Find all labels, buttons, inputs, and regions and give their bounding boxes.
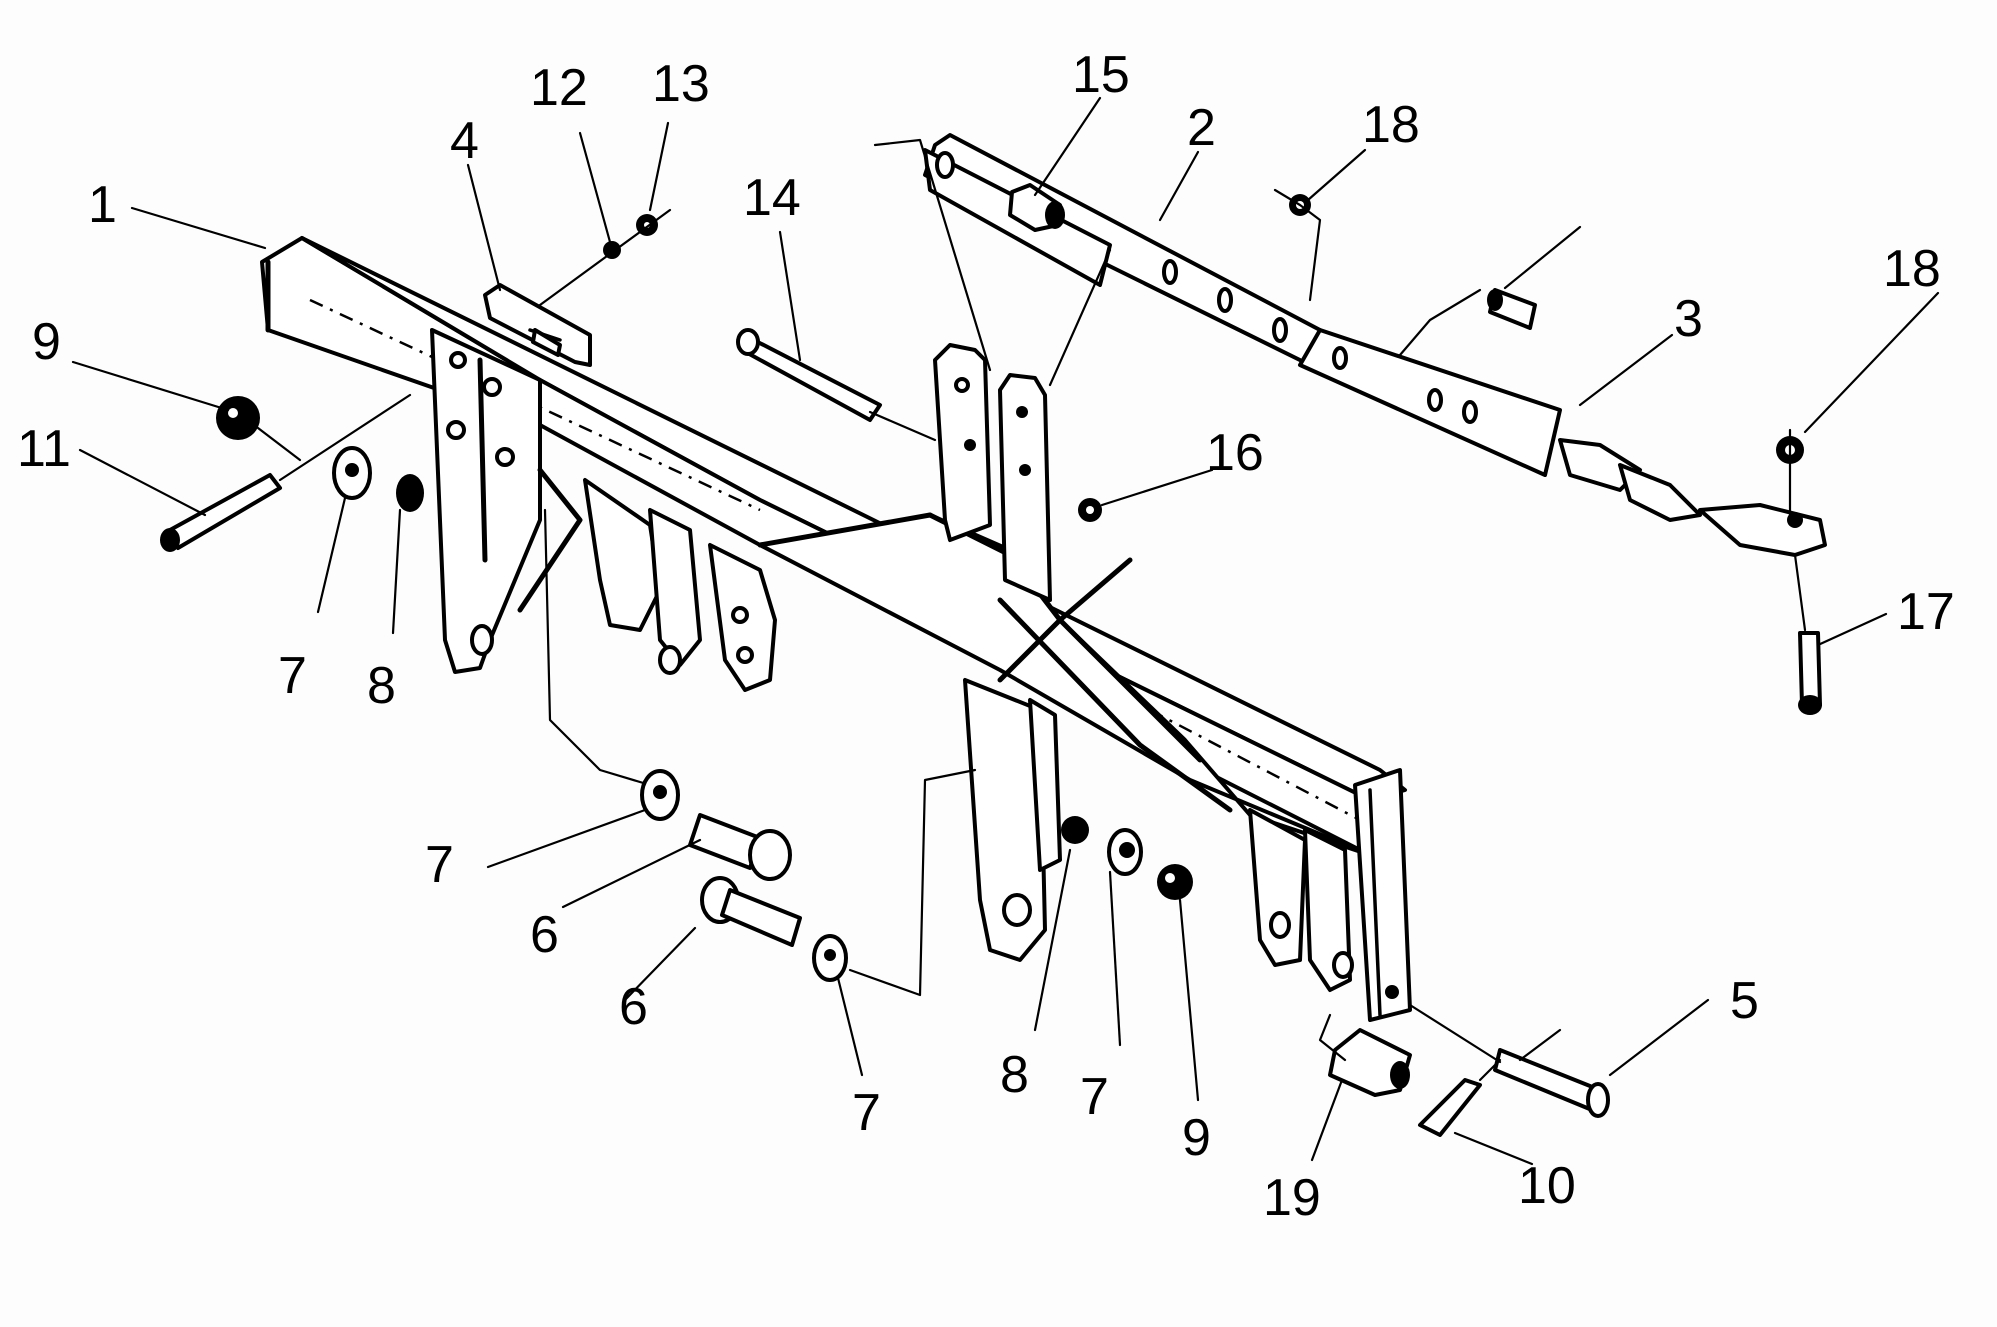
bolt-part-6-upper: [688, 813, 792, 881]
nut-part-9-lower: [1157, 864, 1193, 900]
washer-part-7-lower: [812, 934, 848, 982]
callout-6b: 6: [619, 978, 648, 1036]
callout-6a: 6: [530, 906, 559, 964]
callout-7b: 7: [425, 836, 454, 894]
callout-7a: 7: [278, 647, 307, 705]
callout-8b: 8: [1000, 1046, 1029, 1104]
bolt-part-11: [160, 393, 412, 552]
pin-part-15: [1008, 183, 1065, 232]
callout-2: 2: [1187, 99, 1216, 157]
clip-part-10: [1418, 1058, 1502, 1137]
callout-3: 3: [1674, 290, 1703, 348]
leader-lines: [71, 96, 1940, 1166]
callout-16: 16: [1206, 424, 1264, 482]
adjuster-tube-part-3: [1298, 328, 1827, 557]
callout-11: 11: [17, 420, 71, 478]
left-mount-bracket: [430, 328, 583, 674]
bolt-upper-adjuster: [1398, 288, 1537, 357]
washer-part-7-right: [1107, 828, 1143, 876]
callout-labels: 1 2 3 4 5 6 6 7 7 7 7 8 8 9 9 10 11 12 1…: [17, 46, 1955, 1227]
bolt-part-17: [1793, 553, 1822, 715]
callout-12: 12: [530, 59, 588, 117]
bolt-part-6-lower: [700, 876, 802, 947]
callout-8a: 8: [367, 657, 396, 715]
callout-18a: 18: [1362, 96, 1420, 154]
callout-15: 15: [1072, 46, 1130, 104]
callout-1: 1: [88, 176, 117, 234]
center-upright-plates: [933, 343, 1052, 602]
callout-9b: 9: [1182, 1109, 1211, 1167]
callout-5: 5: [1730, 972, 1759, 1030]
main-frame-part-1: [260, 236, 1412, 1022]
callout-14: 14: [743, 169, 801, 227]
callout-17: 17: [1897, 583, 1955, 641]
pin-part-5: [1408, 1003, 1610, 1118]
washer-part-7-upper: [332, 446, 372, 500]
callout-10: 10: [1518, 1157, 1576, 1215]
clamp-plate-part-4: [483, 283, 592, 367]
top-link-part-2: [873, 133, 1322, 387]
nut-part-16: [1078, 498, 1102, 522]
callout-18b: 18: [1883, 240, 1941, 298]
left-lugs: [583, 478, 777, 692]
callout-7c: 7: [852, 1084, 881, 1142]
nut-part-9-upper: [216, 396, 260, 440]
nut-part-8-lower: [1061, 816, 1089, 844]
center-lower-links: [963, 678, 1062, 962]
callout-4: 4: [450, 112, 479, 170]
callout-19: 19: [1263, 1169, 1321, 1227]
roller-part-19: [1318, 1013, 1412, 1097]
callout-9a: 9: [32, 313, 61, 371]
bolt-part-14: [736, 328, 937, 442]
washer-part-7-mid: [640, 769, 680, 821]
nut-part-8-upper: [396, 474, 424, 512]
callout-7d: 7: [1080, 1068, 1109, 1126]
callout-13: 13: [652, 55, 710, 113]
right-lugs: [1248, 808, 1354, 992]
